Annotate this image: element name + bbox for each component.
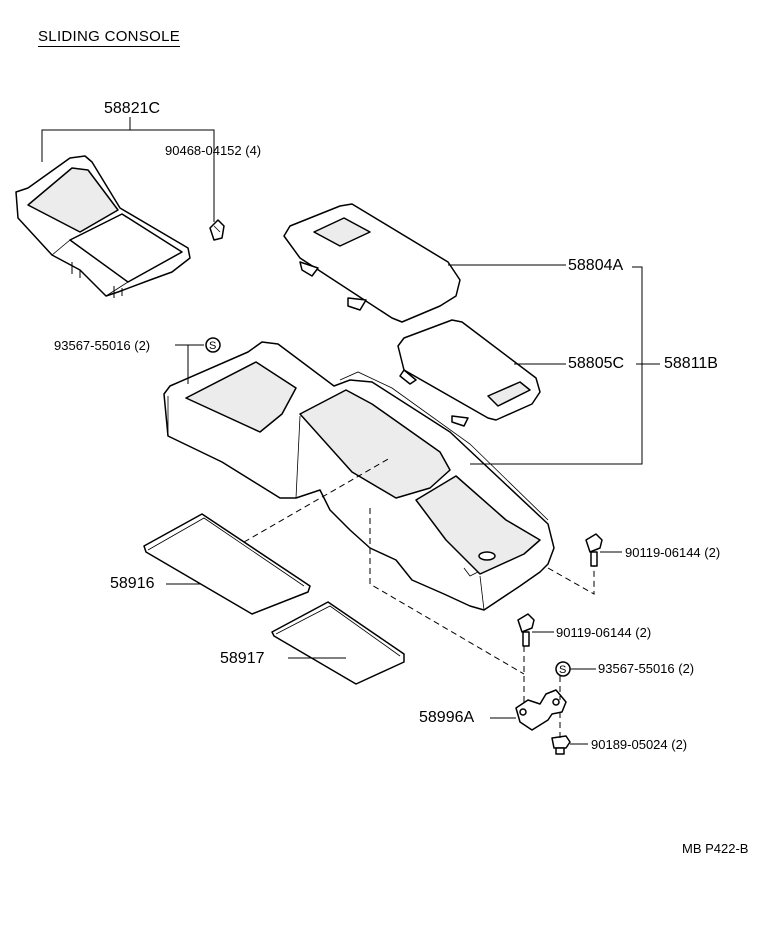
- label-90119-06144-lower: 90119-06144 (2): [556, 625, 652, 640]
- label-58917: 58917: [220, 650, 265, 667]
- label-90189-05024: 90189-05024 (2): [591, 737, 688, 752]
- label-58996a: 58996A: [419, 709, 475, 726]
- label-58805c: 58805C: [568, 355, 625, 372]
- clip-90468-icon: [209, 219, 225, 241]
- s-mark-lower-icon: S: [555, 661, 571, 677]
- label-58821c: 58821C: [104, 100, 161, 117]
- s-mark-lower-letter: S: [559, 664, 566, 676]
- part-58821c-panel: [15, 155, 191, 298]
- s-mark-upper-letter: S: [209, 340, 216, 352]
- part-58916-pad: [143, 513, 311, 615]
- bolt-90119-upper-icon: [585, 533, 603, 567]
- part-58804a-lid: [283, 203, 461, 323]
- label-93567-55016-upper: 93567-55016 (2): [54, 338, 151, 353]
- s-mark-upper-icon: S: [205, 337, 221, 353]
- label-58804a: 58804A: [568, 257, 624, 274]
- label-58811b: 58811B: [664, 355, 718, 372]
- diagram-title: SLIDING CONSOLE: [38, 28, 181, 47]
- bolt-90119-lower-icon: [517, 613, 535, 647]
- part-58996a-bracket: [515, 689, 567, 731]
- label-90119-06144-upper: 90119-06144 (2): [625, 545, 721, 560]
- label-90468-04152: 90468-04152 (4): [165, 143, 262, 158]
- part-58805c-lid: [397, 319, 541, 427]
- nut-90189-icon: [551, 735, 571, 755]
- part-58917-pad: [271, 601, 405, 685]
- label-93567-55016-lower: 93567-55016 (2): [598, 661, 695, 676]
- label-58916: 58916: [110, 575, 155, 592]
- reference-code: MB P422-B: [682, 841, 749, 856]
